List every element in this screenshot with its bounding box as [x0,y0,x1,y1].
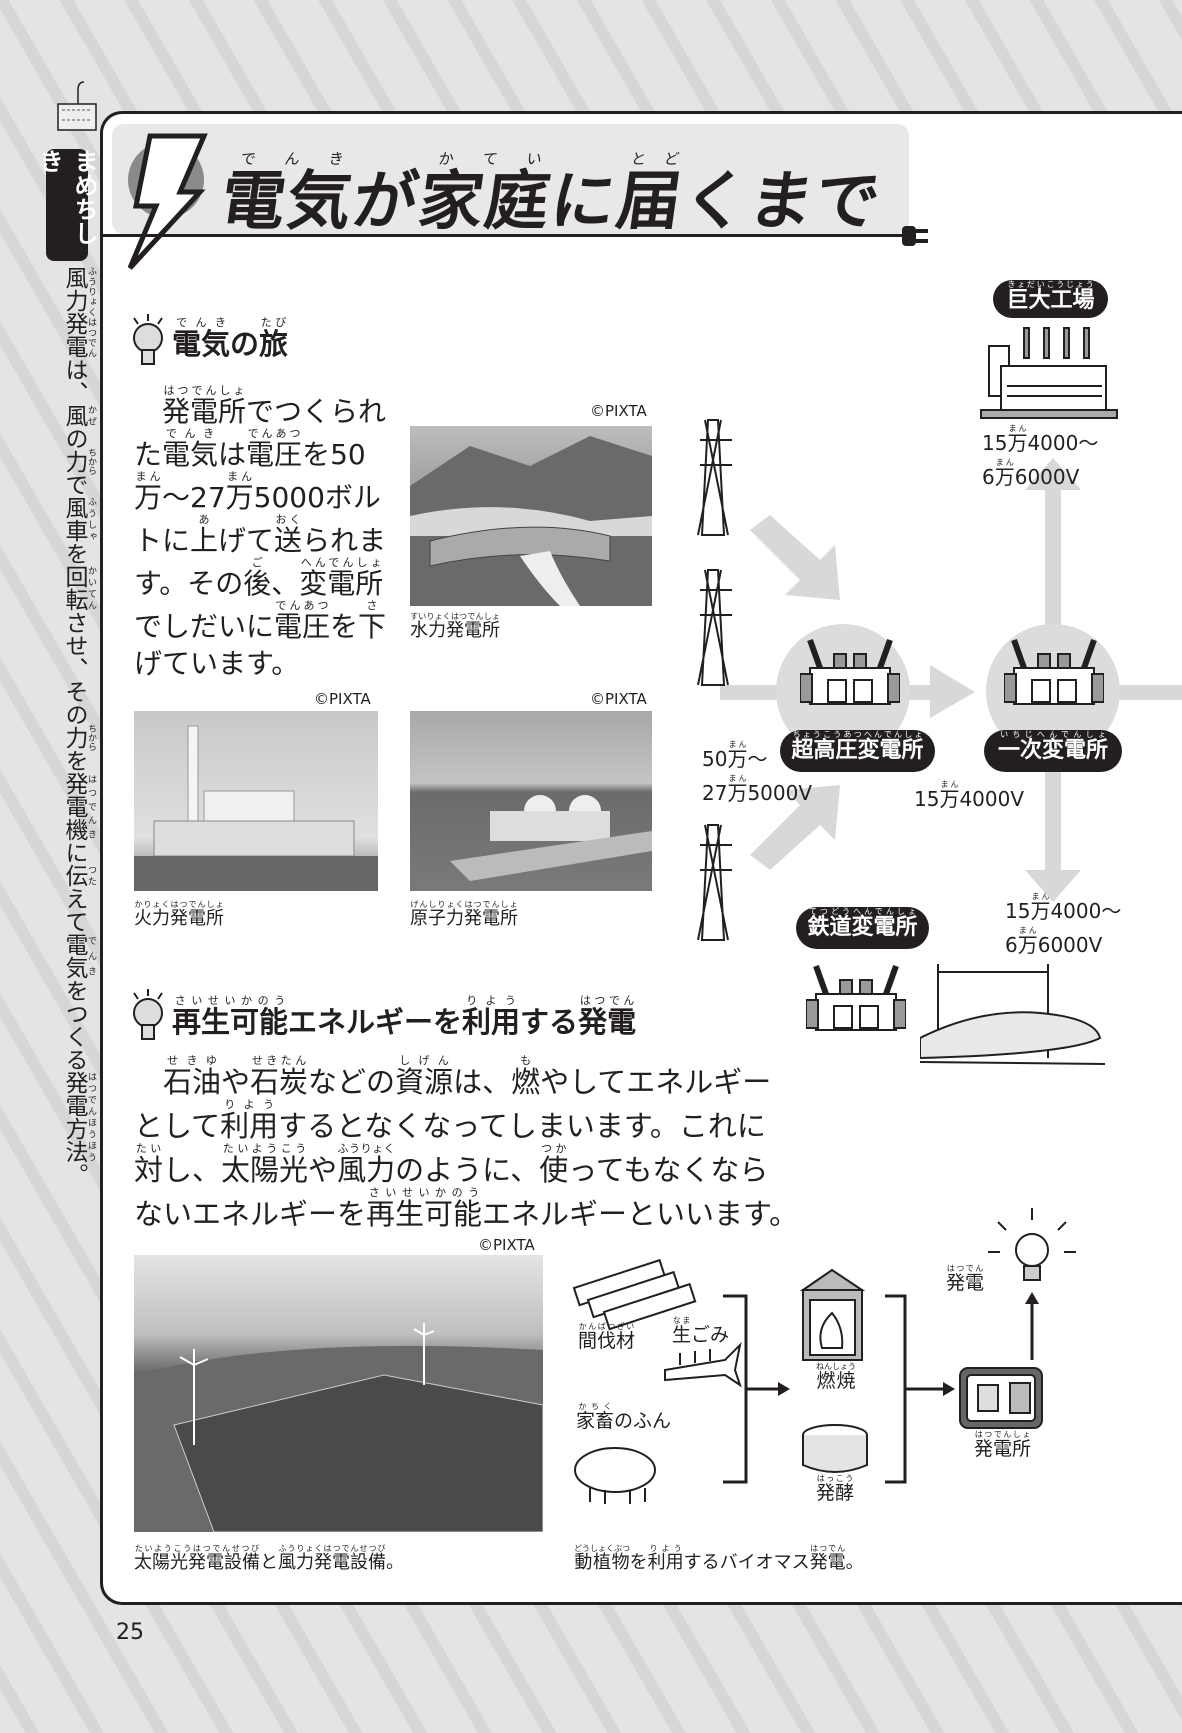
photo-credit: ©PIXTA [314,690,371,708]
generation-label: 発電はつでん [946,1264,985,1295]
voltage-line: 50万まん～ [702,740,768,772]
ultra-voltage-text: 50万まん～ 27万まん5000V [702,740,812,808]
fermentation-label: 発酵はっこう [816,1474,855,1505]
fermentation-tank-icon [802,1424,868,1473]
journey-paragraph: 発電所はつでんしょでつくられ た電気でんきは電圧でんあつを50 万まん～27万ま… [134,384,386,685]
section-heading-journey: 電気でんきの旅たび [172,316,289,361]
transmission-towers [697,419,732,941]
biomass-diagram [572,1208,1076,1504]
railway-substation-label: 鉄道変電所てつどうへんでんしょ [796,907,929,949]
sidebar-trivia-text: 風力発電ふうりょくはつでんは、風かぜの力ちからで風車ふうしゃを回転かいてんさせ、… [61,266,96,1186]
text-line: 発電所はつでんしょでつくられ [162,384,387,428]
cable-line [100,234,910,237]
voltage-line: 15万まん4000～ [982,424,1099,456]
furnace-icon [799,1268,866,1361]
voltage-line: 27万まん5000V [702,774,813,806]
manure-label: 家畜かちくのふん [576,1402,672,1433]
fish-bone-icon [664,1341,742,1388]
voltage-line: 6万まん6000V [982,458,1080,490]
photo-credit: ©PIXTA [590,690,647,708]
text-line: ないエネルギーを再生可能さいせいかのうエネルギーといいます。 [134,1186,799,1231]
primary-substation-label: 一次変電所いちじへんでんしょ [984,730,1122,772]
thermal-caption: 火力発電所かりょくはつでんしょ [134,900,224,930]
text-line: 石油せきゆや石炭せきたんなどの資源しげんは、燃もやしてエネルギー [163,1054,772,1099]
section-heading-renewable: 再生可能さいせいかのうエネルギーを利用りようする発電はつでん [172,994,637,1039]
factory-icon [980,327,1118,419]
substation-icon [1004,638,1104,705]
thinned-wood-label: 間伐材かんばつざい [578,1322,636,1353]
text-line: 万まん～27万まん5000ボル [134,470,381,514]
renewable-paragraph: 石油せきゆや石炭せきたんなどの資源しげんは、燃もやしてエネルギー として利用りよ… [134,1054,799,1231]
ultra-high-voltage-substation-label: 超高圧変電所ちょうこうあつへんでんしょ [780,730,935,772]
arrow-bottom-in [750,785,840,870]
plug-icon [902,224,942,252]
hydro-dam-photo [410,426,652,606]
food-waste-label: 生なまごみ [672,1316,730,1347]
robot-head-icon [54,80,100,132]
solar-wind-caption: 太陽光発電設備たいようこうはつでんせつびと風力発電設備ふうりょくはつでんせつび。 [134,1544,404,1574]
primary-voltage-text: 15万まん4000V [914,780,1025,812]
voltage-line: 15万まん4000～ [1005,892,1122,924]
text-line: た電気でんきは電圧でんあつを50 [134,427,366,471]
power-plant-label: 発電所はつでんしょ [974,1430,1032,1461]
nuclear-plant-photo [410,711,652,891]
flow-lines [723,1294,1034,1484]
arrow-top-in [750,515,840,600]
bullet-train-icon [920,964,1105,1065]
title-box [112,124,909,234]
thermal-plant-photo [134,711,378,891]
hydro-caption: 水力発電所すいりょくはつでんしょ [410,612,500,642]
lightbulb-icon [128,985,168,1049]
arrow-right [1115,685,1182,700]
text-line: げています。 [134,647,300,680]
generator-icon [959,1367,1043,1429]
arrow-down-railway [1025,740,1081,902]
pig-icon [574,1447,656,1504]
combustion-label: 燃焼ねんしょう [816,1362,856,1393]
mamechishiki-tab: まめちしき [35,149,98,261]
factory-voltage-text: 15万まん4000～ 6万まん6000V [982,424,1098,492]
solar-wind-photo [134,1255,543,1532]
substation-icon [806,964,906,1031]
substation-icon [800,638,900,705]
arrow-up-factory [1025,458,1081,640]
biomass-caption: 動植物どうしょくぶつを利用りようするバイオマス発電はつでん。 [574,1544,864,1574]
page-title: 電気でんきが家庭かていに届とどくまで [215,150,887,239]
voltage-line: 6万まん6000V [1005,926,1103,958]
lightning-bolt-icon [120,132,210,276]
text-line: として利用りようするとなくなってしまいます。これに [134,1098,766,1143]
light-bulb-icon [1015,1233,1049,1281]
photo-credit: ©PIXTA [590,402,647,420]
text-line: でしだいに電圧でんあつを下さ [134,599,387,643]
text-line: トに上あげて送おくられま [134,513,387,557]
photo-credit: ©PIXTA [478,1236,535,1254]
text-line: 対たいし、太陽光たいようこうや風力ふうりょくのように、使つかってもなくなら [134,1142,769,1187]
page-number: 25 [116,1620,144,1645]
lightbulb-icon [128,310,168,374]
nuclear-caption: 原子力発電所げんしりょくはつでんしょ [410,900,518,930]
logs-icon [572,1258,697,1331]
text-line: す。その後ご、変電所へんでんしょ [134,556,384,600]
factory-label: 巨大工場きょだいこうじょう [993,280,1108,318]
railway-voltage-text: 15万まん4000～ 6万まん6000V [1005,892,1121,960]
arrow-to-primary [900,665,975,718]
